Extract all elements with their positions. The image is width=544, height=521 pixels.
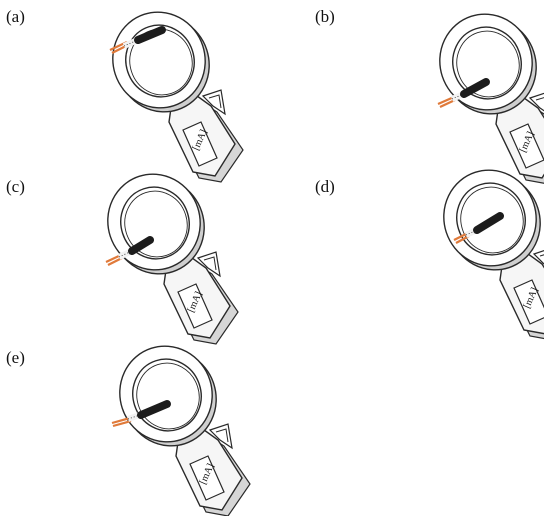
panel-b: (b) [mA] [315,1,544,185]
panel-a: (a) [mA] [6,0,244,183]
panel-label: (c) [6,177,25,196]
cable-icon [105,236,154,266]
panel-d: (d) [mA] [315,157,544,341]
clamp-meter-icon: [mA] [94,161,239,345]
cable-icon [109,26,166,54]
cable-icon [111,400,171,428]
clamp-meter-icon: [mA] [106,333,251,517]
panel-c: (c) [mA] [6,161,239,345]
clamp-meter-icon: [mA] [430,157,544,341]
cable-icon [453,212,504,244]
panel-label: (e) [6,348,25,367]
panel-label: (b) [315,7,335,26]
panel-label: (a) [6,7,25,26]
clamp-meter-icon: [mA] [99,0,244,183]
panel-e: (e) [mA] [6,333,251,517]
cable-icon [437,78,490,108]
clamp-meter-icon: [mA] [426,1,544,185]
panel-label: (d) [315,177,335,196]
